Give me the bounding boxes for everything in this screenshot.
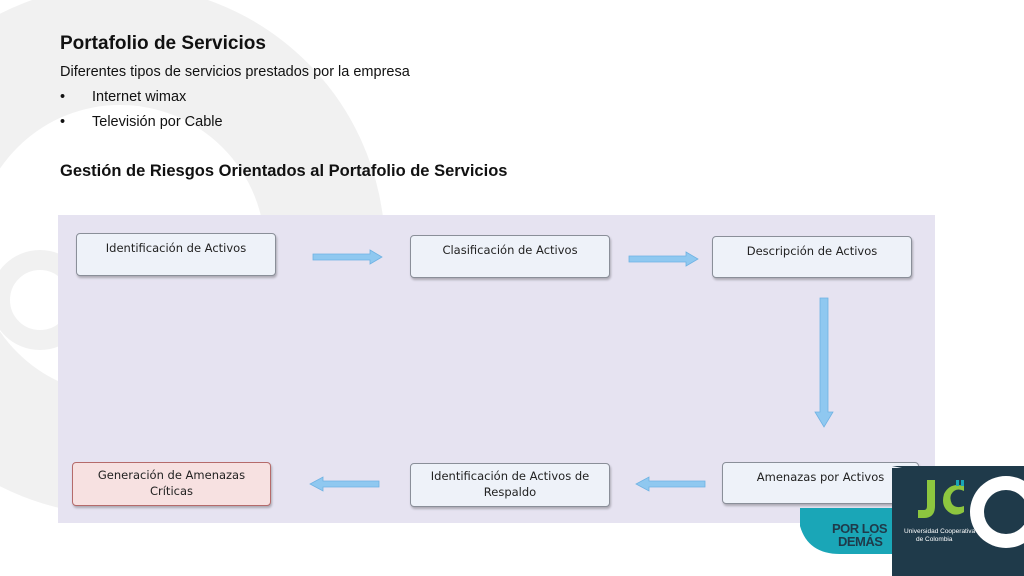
slogan-line-1: POR LOS [832, 521, 888, 536]
bullet-text: Televisión por Cable [92, 114, 223, 130]
university-name-line-1: Universidad Cooperativa [904, 528, 976, 535]
slogan-line-2: DEMÁS [838, 534, 883, 549]
flow-step-amenazas: Amenazas por Activos [722, 462, 919, 504]
arrow-right-1 [312, 249, 383, 265]
arrow-right-2 [628, 251, 699, 267]
university-logo: POR LOS DEMÁS Universidad Cooperativa de… [800, 466, 1024, 576]
flow-step-generacion: Generación de Amenazas Críticas [72, 462, 271, 506]
flow-step-identificacion: Identificación de Activos [76, 233, 276, 276]
flow-step-respaldo: Identificación de Activos de Respaldo [410, 463, 610, 507]
page-title: Portafolio de Servicios [60, 33, 266, 54]
section-title: Gestión de Riesgos Orientados al Portafo… [60, 162, 508, 180]
flow-step-descripcion: Descripción de Activos [712, 236, 912, 278]
arrow-down [814, 297, 834, 428]
bullet-item: • Internet wimax [60, 89, 186, 105]
bullet-icon: • [60, 89, 66, 105]
arrow-left-2 [309, 476, 380, 492]
bullet-icon: • [60, 114, 66, 130]
arrow-left-1 [635, 476, 706, 492]
subtitle: Diferentes tipos de servicios prestados … [60, 64, 410, 80]
flow-step-clasificacion: Clasificación de Activos [410, 235, 610, 278]
bullet-item: • Televisión por Cable [60, 114, 223, 130]
university-name-line-2: de Colombia [916, 536, 953, 543]
bullet-text: Internet wimax [92, 89, 187, 105]
